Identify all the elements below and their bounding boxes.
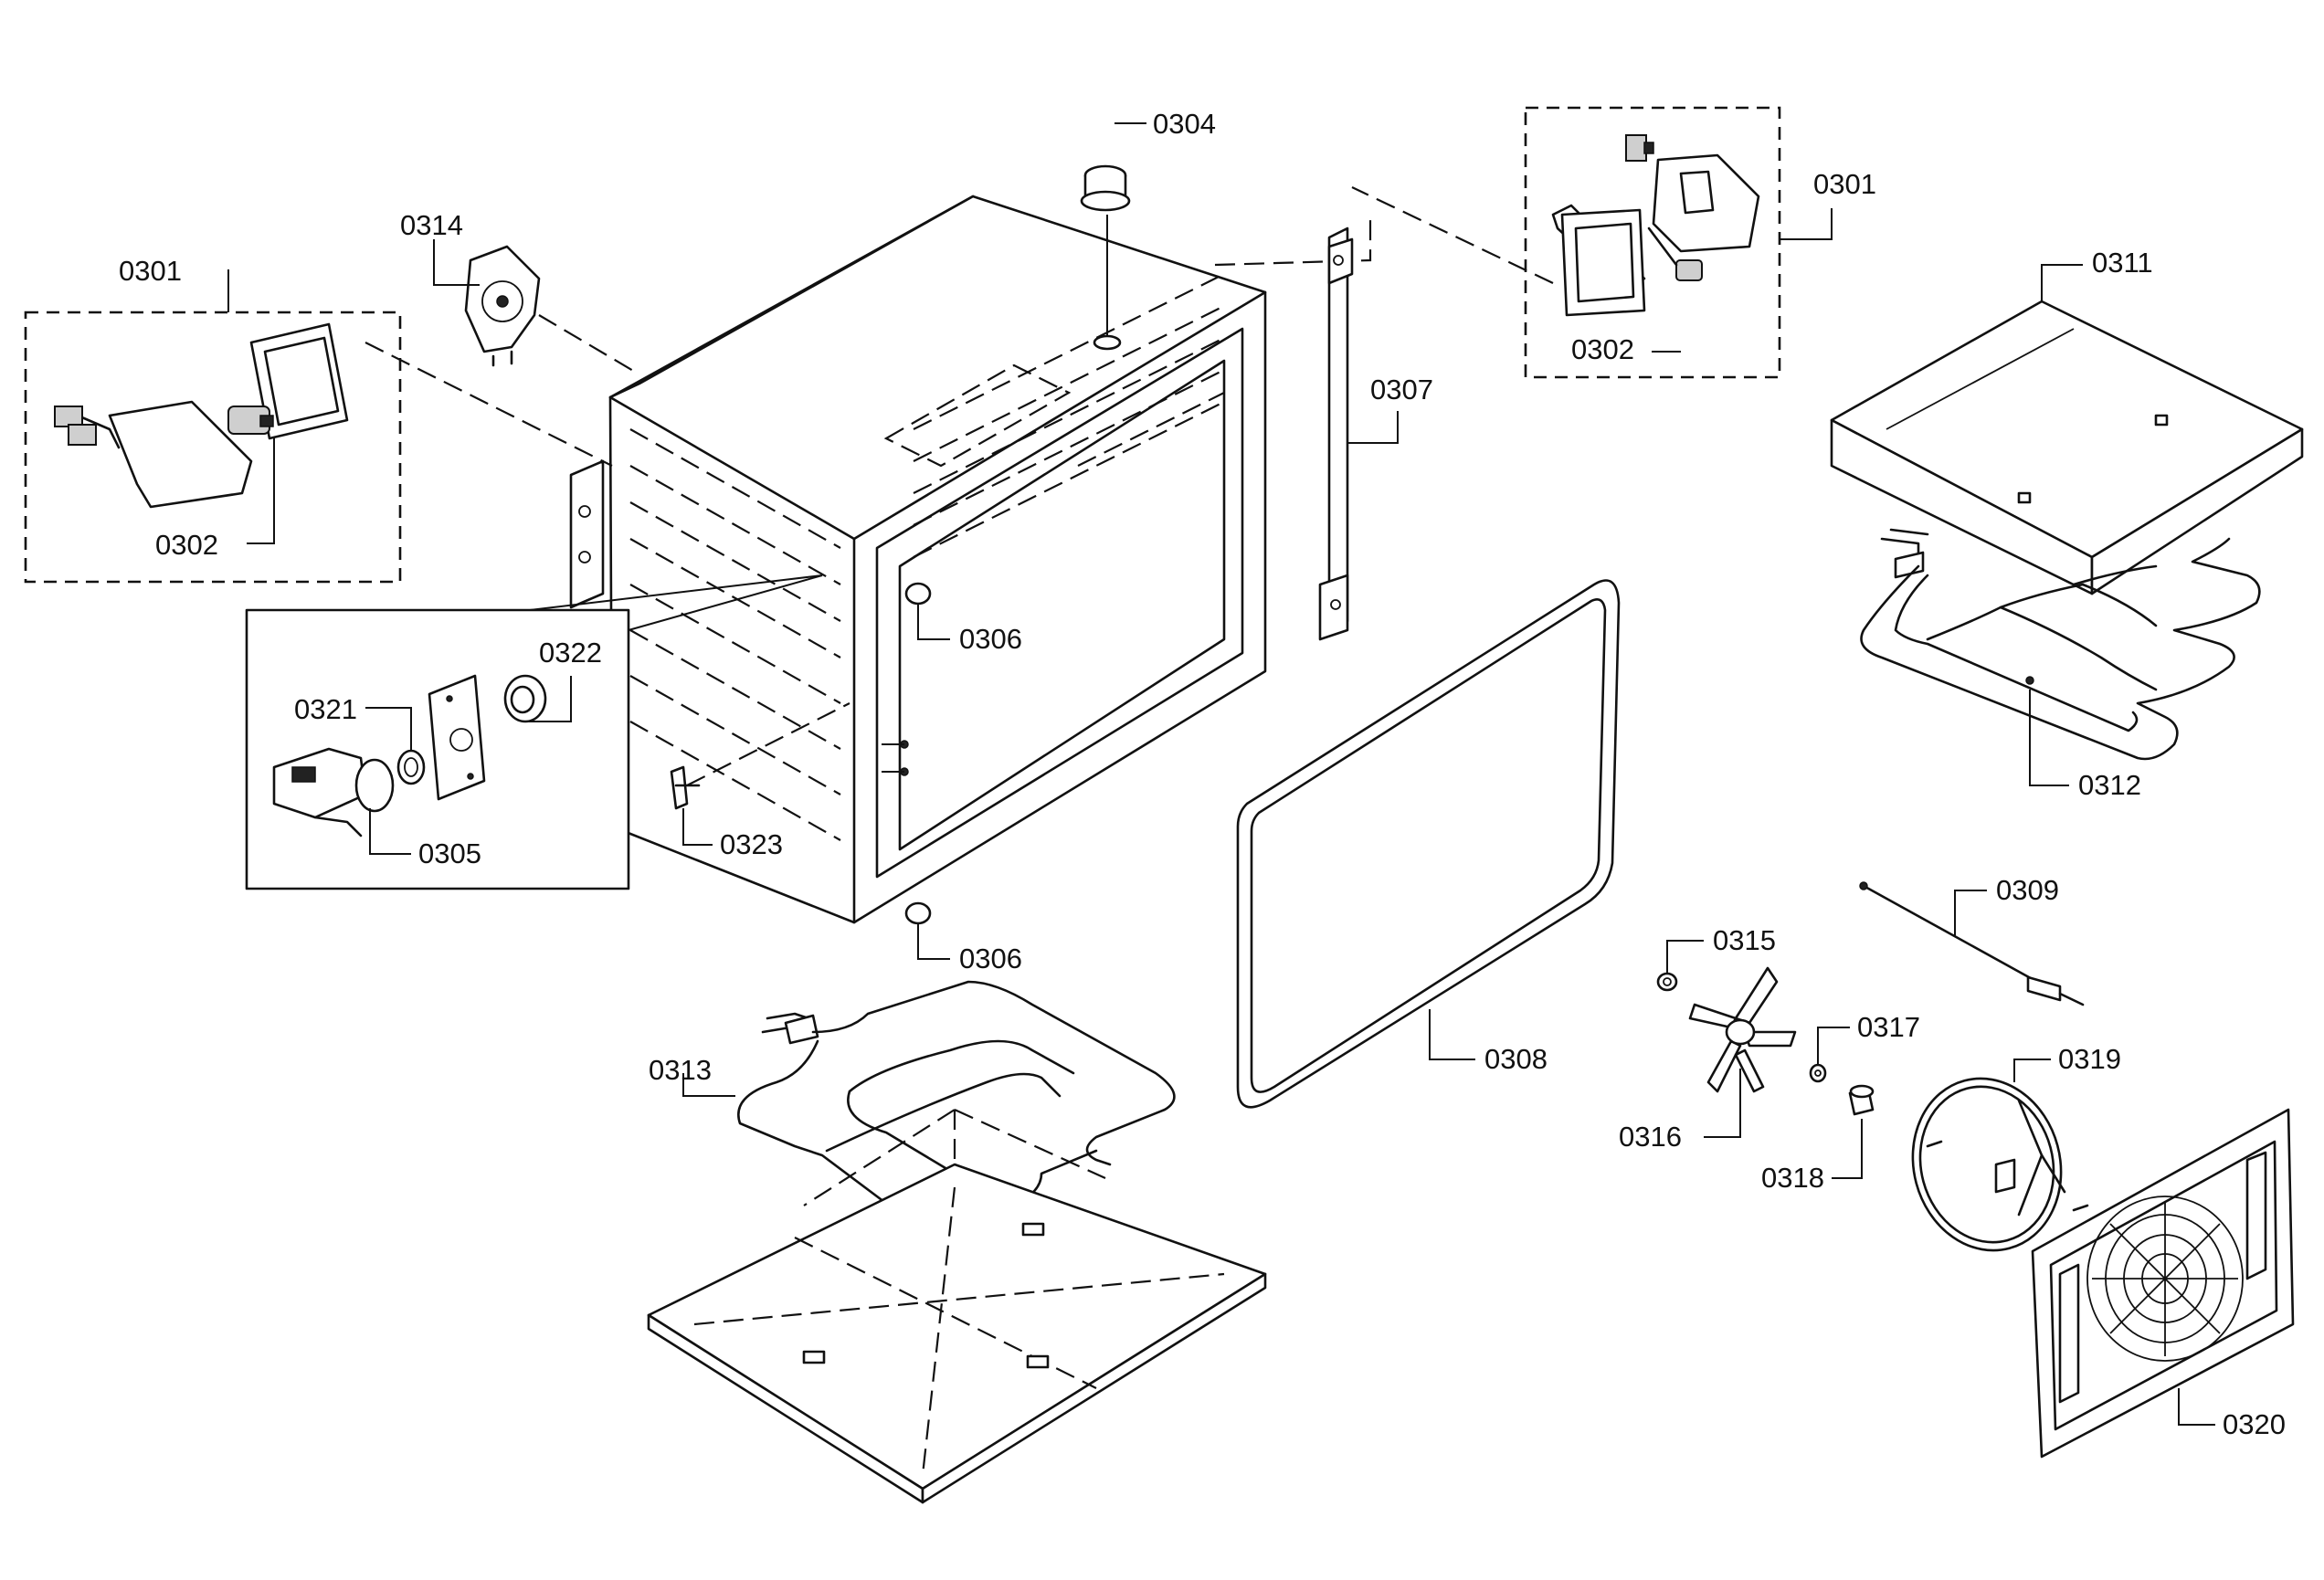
callout-0318: 0318 (1761, 1162, 1824, 1194)
top-fitting (1080, 164, 1131, 351)
callout-leaders (227, 122, 2215, 1426)
callout-0319: 0319 (2058, 1043, 2121, 1075)
convection-motor (464, 245, 640, 375)
callout-0317: 0317 (1857, 1011, 1920, 1043)
bottom-plate (647, 1108, 1267, 1504)
callout-0302-left: 0302 (155, 529, 218, 561)
callout-0309: 0309 (1996, 874, 2059, 906)
callout-0302-right: 0302 (1571, 333, 1634, 365)
callout-0312: 0312 (2078, 769, 2141, 801)
callout-0311: 0311 (2092, 247, 2153, 279)
callout-0322: 0322 (539, 637, 602, 669)
clip-and-nuts (670, 582, 932, 925)
top-heat-shield (1830, 300, 2304, 595)
callout-0313: 0313 (649, 1054, 712, 1086)
callout-0308: 0308 (1484, 1043, 1548, 1075)
callout-0301-left: 0301 (119, 255, 182, 287)
fan-parts (1656, 966, 1875, 1116)
oven-cavity (569, 195, 1372, 924)
door-gasket (1236, 579, 1621, 1109)
callout-0304: 0304 (1153, 108, 1216, 140)
thermostat-inset (245, 574, 823, 890)
callout-0301-right: 0301 (1813, 168, 1876, 200)
temperature-probe (1859, 881, 2085, 1006)
callout-0306-top: 0306 (959, 623, 1022, 655)
callout-0305: 0305 (418, 837, 481, 869)
callout-0316: 0316 (1619, 1121, 1682, 1153)
lamp-assembly-left (24, 311, 613, 584)
callout-0321: 0321 (294, 693, 357, 725)
rear-fan-cover (2031, 1108, 2295, 1459)
door-hinge-bracket (1318, 226, 1354, 641)
upper-heating-element (1860, 528, 2261, 761)
ring-heating-element (1911, 1077, 2089, 1252)
callout-labels: 0301 0302 0314 0304 0301 0302 0311 0307 … (119, 108, 2286, 1440)
callout-0320: 0320 (2223, 1408, 2286, 1440)
lamp-assembly-right (1351, 106, 1781, 379)
callout-0323: 0323 (720, 828, 783, 860)
callout-0307: 0307 (1370, 374, 1433, 406)
callout-0314: 0314 (400, 209, 463, 241)
callout-0306-bottom: 0306 (959, 943, 1022, 974)
callout-0315: 0315 (1713, 924, 1776, 956)
